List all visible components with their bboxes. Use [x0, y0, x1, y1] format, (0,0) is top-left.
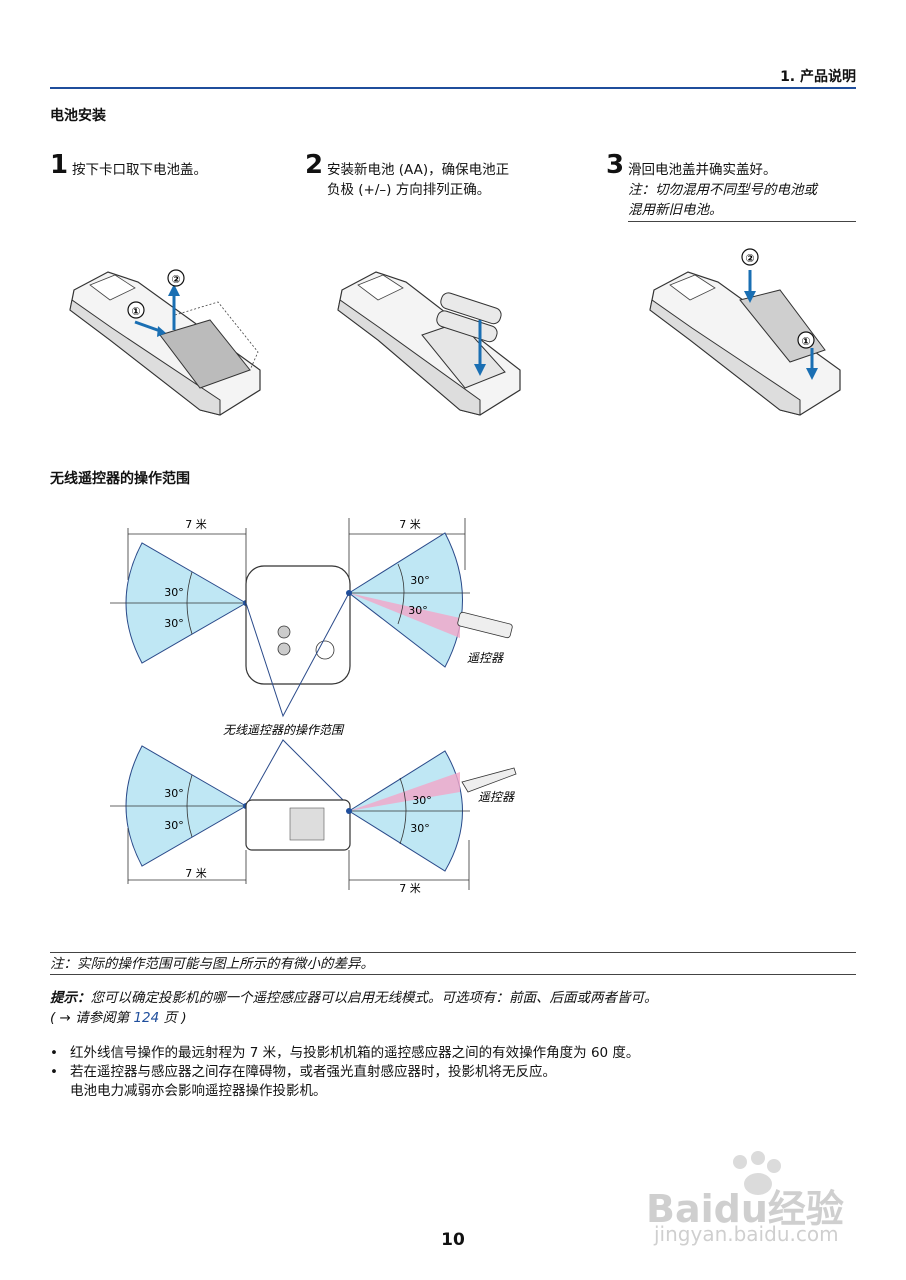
header-rule	[50, 87, 856, 89]
step-3-note-rule	[628, 221, 856, 222]
remote-open-cover-illustration: ① ②	[69, 269, 261, 416]
baidu-paw-icon	[733, 1151, 781, 1195]
tip-ref-suffix: 页 )	[159, 1010, 187, 1026]
tip-label: 提示：	[50, 990, 91, 1006]
angle-label-4: 30°	[408, 604, 428, 617]
bullet-1-line-1: 红外线信号操作的最远射程为 7 米，与投影机机箱的遥控感应器之间的有效操作角度为…	[70, 1045, 640, 1061]
step-3-text: 滑回电池盖并确实盖好。	[628, 162, 777, 178]
step-3-note-line1: 注：切勿混用不同型号的电池或	[628, 182, 817, 198]
step-1-text: 按下卡口取下电池盖。	[72, 162, 207, 178]
remote-label-side: 遥控器	[478, 790, 515, 804]
angle-label-3: 30°	[410, 574, 430, 587]
watermark: Baidu经验 jingyan.baidu.com	[640, 1150, 870, 1250]
watermark-url: jingyan.baidu.com	[654, 1222, 839, 1246]
angle-label-1: 30°	[164, 586, 184, 599]
marker-2-step3: ②	[745, 252, 754, 265]
angle-label-5: 30°	[164, 787, 184, 800]
step-3-number: 3	[606, 150, 625, 180]
step-2-number: 2	[305, 150, 324, 180]
bullet-list: • 红外线信号操作的最远射程为 7 米，与投影机机箱的遥控感应器之间的有效操作角…	[50, 1044, 810, 1101]
tip-text: 您可以确定投影机的哪一个遥控感应器可以启用无线模式。可选项有：前面、后面或两者皆…	[90, 990, 658, 1006]
step-2-text-line2: 负极 (+/–) 方向排列正确。	[327, 182, 491, 198]
angle-label-7: 30°	[412, 794, 432, 807]
remote-close-cover-illustration: ② ①	[649, 248, 841, 416]
page-number: 10	[441, 1230, 465, 1250]
note-rule-top	[50, 952, 856, 953]
bullet-item: • 若在遥控器与感应器之间存在障碍物，或者强光直射感应器时，投影机将无反应。 电…	[50, 1063, 810, 1101]
step-1-number: 1	[50, 150, 69, 180]
bullet-2-line-1: 若在遥控器与感应器之间存在障碍物，或者强光直射感应器时，投影机将无反应。	[70, 1064, 556, 1080]
watermark-brand: Baidu经验	[646, 1187, 844, 1231]
range-diagram: 7 米 7 米 30° 30° 30° 30° 遥控器 无线遥控器的操作范围 3…	[110, 518, 517, 895]
tip-ref-prefix: ( → 请参阅第	[50, 1010, 134, 1026]
tip: 提示：您可以确定投影机的哪一个遥控感应器可以启用无线模式。可选项有：前面、后面或…	[50, 988, 658, 1008]
bullet-marker: •	[50, 1064, 58, 1080]
remote-label-top: 遥控器	[467, 651, 504, 665]
step-3-note-line2: 混用新旧电池。	[628, 202, 723, 218]
distance-label-top-right: 7 米	[399, 518, 421, 531]
note-rule-bottom	[50, 974, 856, 975]
chapter-title: 1. 产品说明	[780, 69, 856, 85]
marker-1: ①	[131, 305, 140, 318]
marker-2: ②	[171, 273, 180, 286]
remote-insert-battery-illustration	[337, 271, 521, 416]
angle-label-6: 30°	[164, 819, 184, 832]
angle-label-8: 30°	[410, 822, 430, 835]
tip-reference: ( → 请参阅第 124 页 )	[50, 1008, 187, 1028]
range-section-title: 无线遥控器的操作范围	[50, 471, 190, 487]
battery-section-title: 电池安装	[50, 108, 106, 124]
distance-label-bottom-left: 7 米	[185, 867, 207, 880]
distance-label-bottom-right: 7 米	[399, 882, 421, 895]
tip-ref-page-link[interactable]: 124	[133, 1010, 160, 1026]
distance-label-top-left: 7 米	[185, 518, 207, 531]
step-2-text-line1: 安装新电池 (AA)，确保电池正	[327, 162, 510, 178]
bullet-marker: •	[50, 1045, 58, 1061]
angle-label-2: 30°	[164, 617, 184, 630]
bullet-2-line-2: 电池电力减弱亦会影响遥控器操作投影机。	[70, 1083, 327, 1099]
note-text: 注：实际的操作范围可能与图上所示的有微小的差异。	[50, 956, 374, 972]
range-caption: 无线遥控器的操作范围	[223, 723, 345, 737]
bullet-item: • 红外线信号操作的最远射程为 7 米，与投影机机箱的遥控感应器之间的有效操作角…	[50, 1044, 810, 1063]
marker-1-step3: ①	[801, 335, 810, 348]
